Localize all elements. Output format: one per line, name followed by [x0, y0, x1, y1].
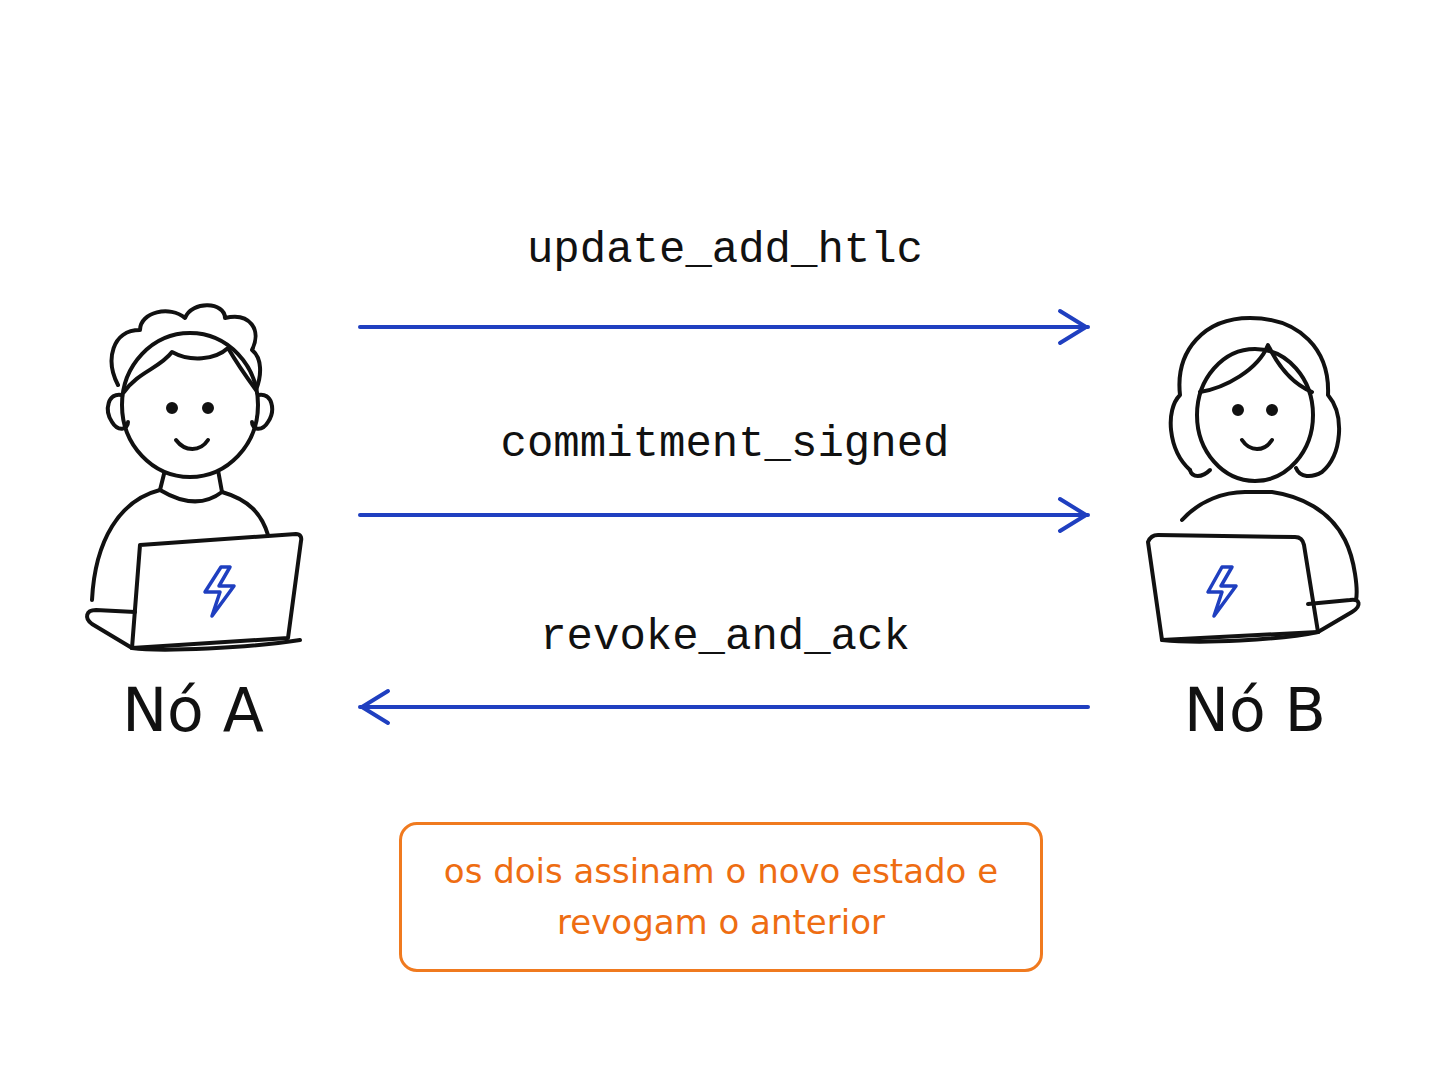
- person-b-figure: [1148, 318, 1359, 642]
- message-arrow: [360, 705, 1088, 709]
- node-label: Nó A: [122, 680, 264, 740]
- node-figure: Nó B: [1088, 290, 1378, 770]
- message-name: commitment_signed: [497, 420, 954, 468]
- message-name: update_add_htlc: [523, 226, 927, 274]
- message-arrow: [360, 325, 1088, 329]
- message-arrow: [360, 513, 1088, 517]
- person-a-figure: [87, 305, 301, 649]
- note-box: os dois assinam o novo estado e revogam …: [399, 822, 1043, 972]
- node-label: Nó B: [1184, 680, 1326, 740]
- note-text: os dois assinam o novo estado e revogam …: [426, 846, 1016, 948]
- message-name: revoke_and_ack: [536, 613, 914, 661]
- node-figure: Nó A: [70, 290, 360, 770]
